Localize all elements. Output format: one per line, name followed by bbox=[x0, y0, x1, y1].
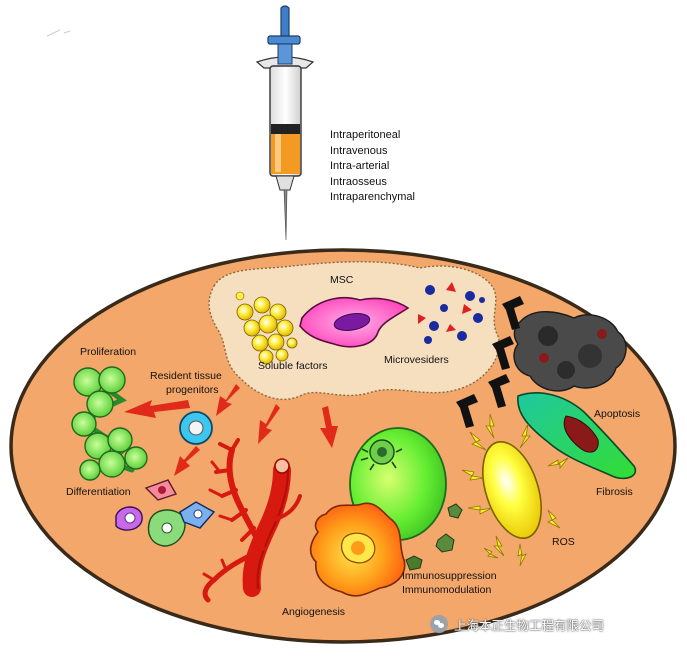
label-microvesiders: Microvesiders bbox=[384, 354, 449, 366]
angiogenesis-vessels bbox=[202, 438, 302, 603]
tissue-ellipse bbox=[9, 248, 677, 644]
black-y-markers bbox=[456, 296, 524, 428]
wechat-icon bbox=[430, 615, 448, 633]
ros-lightning-bolts bbox=[461, 413, 569, 567]
label-proliferation: Proliferation bbox=[80, 346, 137, 358]
syringe-plunger-rod bbox=[277, 43, 293, 65]
label-apoptosis: Apoptosis bbox=[594, 408, 641, 420]
watermark-text: 上海本正生物工程有限公司 bbox=[454, 617, 605, 633]
fibrosis-cell bbox=[517, 392, 637, 480]
red-arrows bbox=[124, 384, 338, 476]
syringe-needle bbox=[283, 189, 288, 241]
label-angiogenesis: Angiogenesis bbox=[282, 606, 346, 618]
soluble-factor-balls bbox=[235, 291, 298, 365]
progenitor-cell bbox=[179, 411, 213, 445]
route-item: Intravenous bbox=[330, 144, 388, 157]
label-immunosuppression: Immunosuppression bbox=[402, 570, 497, 582]
syringe-hub bbox=[275, 175, 295, 191]
injection-routes-list: Intraperitoneal Intravenous Intra-arteri… bbox=[330, 128, 415, 206]
macrophage-cell bbox=[309, 502, 406, 597]
label-msc: MSC bbox=[330, 274, 354, 286]
syringe bbox=[255, 5, 315, 241]
ros-cell bbox=[482, 440, 542, 540]
small-immune-cells bbox=[405, 503, 463, 571]
arrow-to-immune bbox=[320, 406, 338, 448]
label-differentiation: Differentiation bbox=[66, 486, 131, 498]
label-resident-progenitors-1: Resident tissue bbox=[150, 370, 222, 382]
label-soluble-factors: Soluble factors bbox=[258, 360, 328, 372]
route-item: Intra-arterial bbox=[330, 160, 390, 173]
proliferation-cells bbox=[71, 366, 148, 481]
microvesicles bbox=[418, 282, 485, 344]
watermark: 上海本正生物工程有限公司 bbox=[430, 612, 604, 636]
arrow-to-progenitor bbox=[216, 384, 240, 416]
label-resident-progenitors-2: progenitors bbox=[166, 384, 219, 396]
label-immunomodulation: Immunomodulation bbox=[402, 584, 492, 596]
msc-cell bbox=[299, 296, 410, 348]
vessel-opening bbox=[274, 458, 290, 474]
syringe-stopper bbox=[271, 124, 300, 134]
arrow-to-angiogenesis bbox=[258, 404, 280, 444]
syringe-plunger-handle bbox=[280, 5, 290, 39]
route-item: Intraperitoneal bbox=[330, 129, 401, 141]
arrow-to-differentiation bbox=[174, 446, 200, 476]
label-fibrosis: Fibrosis bbox=[596, 486, 633, 498]
differentiated-cells bbox=[115, 479, 216, 547]
route-item: Intraosseus bbox=[330, 175, 387, 188]
syringe-plunger-top bbox=[267, 35, 301, 45]
arrow-to-proliferation bbox=[124, 400, 190, 418]
route-item: Intraparenchymal bbox=[330, 191, 415, 204]
dying-cells bbox=[513, 311, 627, 392]
label-ros: ROS bbox=[552, 536, 575, 548]
